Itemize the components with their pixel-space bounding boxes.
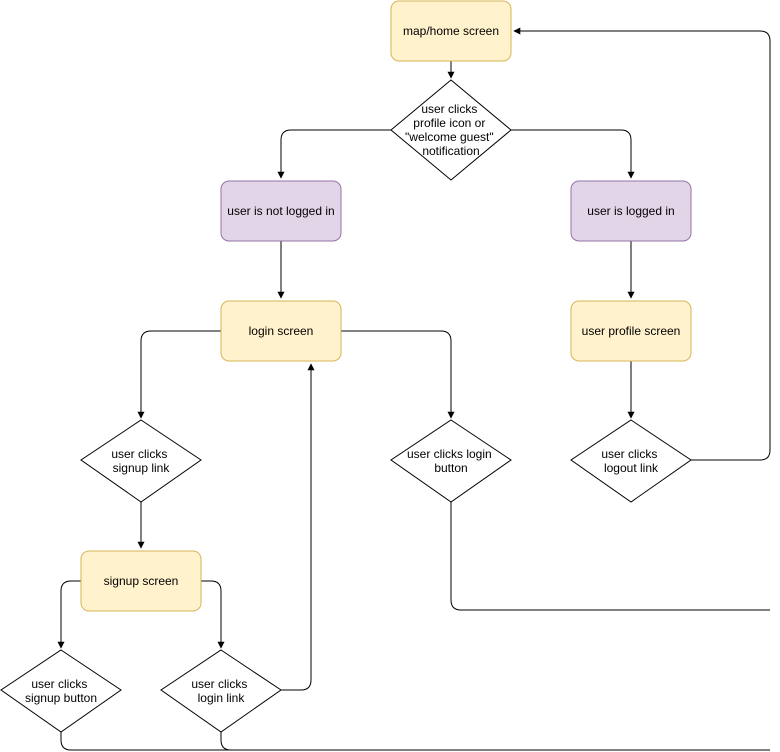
login-link-decision-node: user clicks login link (160, 649, 282, 733)
not-logged-in-label: user is not logged in (227, 204, 334, 218)
user-profile-screen-node: user profile screen (570, 300, 692, 362)
logged-in-label: user is logged in (587, 204, 674, 218)
login-button-decision-label: user clicks login button (407, 447, 495, 475)
logout-link-decision-diamond (570, 419, 692, 503)
signup-button-decision-label-line: signup button (25, 691, 97, 705)
signup-screen-node: signup screen (80, 550, 202, 612)
profile-decision-label-line: "welcome guest" (405, 130, 494, 144)
login-link-decision-label-line: login link (198, 691, 246, 705)
login-button-decision-label-line: button (434, 461, 467, 475)
edge-login-screen-to-login-button-decision (341, 330, 455, 419)
login-screen-label: login screen (249, 324, 314, 338)
edge-profile-decision-to-not-logged-in (277, 129, 391, 179)
edge-signup-button-decision-to-home (60, 732, 770, 751)
signup-screen-label: signup screen (104, 574, 179, 588)
edge-signup-screen-to-signup-button-decision (57, 580, 81, 649)
logout-link-decision-label: user clicks logout link (601, 447, 660, 475)
signup-button-decision-node: user clicks signup button (0, 649, 122, 733)
login-button-decision-node: user clicks login button (390, 419, 512, 503)
login-link-decision-diamond (160, 649, 282, 733)
signup-link-decision-node: user clicks signup link (80, 419, 202, 503)
map-home-screen-label: map/home screen (403, 24, 499, 38)
not-logged-in-node: user is not logged in (220, 180, 342, 242)
login-link-decision-label: user clicks login link (191, 677, 250, 705)
login-screen-box (220, 300, 342, 362)
edge-signup-screen-to-login-link-decision (201, 580, 225, 649)
profile-decision-node: user clicks profile icon or "welcome gue… (390, 79, 512, 181)
map-home-screen-box (390, 0, 512, 62)
edge-login-link-decision-bottom-merge (220, 732, 232, 751)
logout-link-decision-label-line: user clicks (601, 447, 657, 461)
edge-login-button-decision-to-home (450, 502, 770, 611)
profile-decision-label-line: profile icon or (413, 116, 485, 130)
edge-login-link-decision-to-login-screen (281, 363, 315, 691)
map-home-screen-label-line: map/home screen (403, 24, 499, 38)
signup-link-decision-label-line: user clicks (111, 447, 167, 461)
signup-screen-label-line: signup screen (104, 574, 179, 588)
logged-in-label-line: user is logged in (587, 204, 674, 218)
logged-in-node: user is logged in (570, 180, 692, 242)
logout-link-decision-label-line: logout link (604, 461, 659, 475)
signup-link-decision-diamond (80, 419, 202, 503)
profile-decision-label-line: notification (422, 144, 479, 158)
login-screen-label-line: login screen (249, 324, 314, 338)
signup-button-decision-label-line: user clicks (31, 677, 87, 691)
signup-button-decision-diamond (0, 649, 122, 733)
login-screen-node: login screen (220, 300, 342, 362)
edge-login-screen-to-signup-link-decision (137, 330, 221, 419)
user-profile-screen-box (570, 300, 692, 362)
user-profile-screen-label: user profile screen (582, 324, 681, 338)
signup-screen-box (80, 550, 202, 612)
profile-decision-label-line: user clicks (421, 102, 477, 116)
not-logged-in-label-line: user is not logged in (227, 204, 334, 218)
signup-link-decision-label: user clicks signup link (111, 447, 170, 475)
logged-in-box (570, 180, 692, 242)
logout-link-decision-node: user clicks logout link (570, 419, 692, 503)
signup-link-decision-label-line: signup link (113, 461, 171, 475)
user-profile-screen-label-line: user profile screen (582, 324, 681, 338)
edge-logout-link-decision-to-home (513, 27, 771, 461)
profile-decision-diamond (390, 79, 512, 181)
signup-button-decision-label: user clicks signup button (25, 677, 97, 705)
map-home-screen-node: map/home screen (390, 0, 512, 62)
login-button-decision-diamond (390, 419, 512, 503)
login-link-decision-label-line: user clicks (191, 677, 247, 691)
edge-profile-decision-to-logged-in (511, 129, 635, 179)
profile-decision-label: user clicks profile icon or "welcome gue… (405, 102, 497, 158)
login-button-decision-label-line: user clicks login (407, 447, 492, 461)
not-logged-in-box (220, 180, 342, 242)
